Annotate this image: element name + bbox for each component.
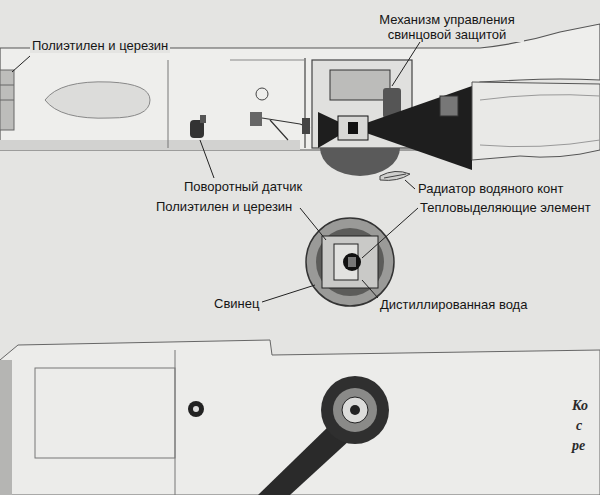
part-label: Тепловыделяющие элемент [418, 200, 593, 215]
part-label: Полиэтилен и церезин [154, 199, 294, 214]
part-label: Свинец [212, 296, 261, 311]
part-label: Дистиллированная вода [378, 297, 529, 312]
part-label: Полиэтилен и церезин [30, 38, 170, 53]
part-label: Радиатор водяного конт [416, 181, 565, 196]
part-label: Механизм управления свинцовой защитой [370, 12, 524, 42]
caption-fragment: с [574, 418, 584, 433]
caption-fragment: ре [570, 438, 587, 453]
part-label: Поворотный датчик [182, 179, 304, 194]
caption-fragment: Ко [570, 398, 590, 413]
